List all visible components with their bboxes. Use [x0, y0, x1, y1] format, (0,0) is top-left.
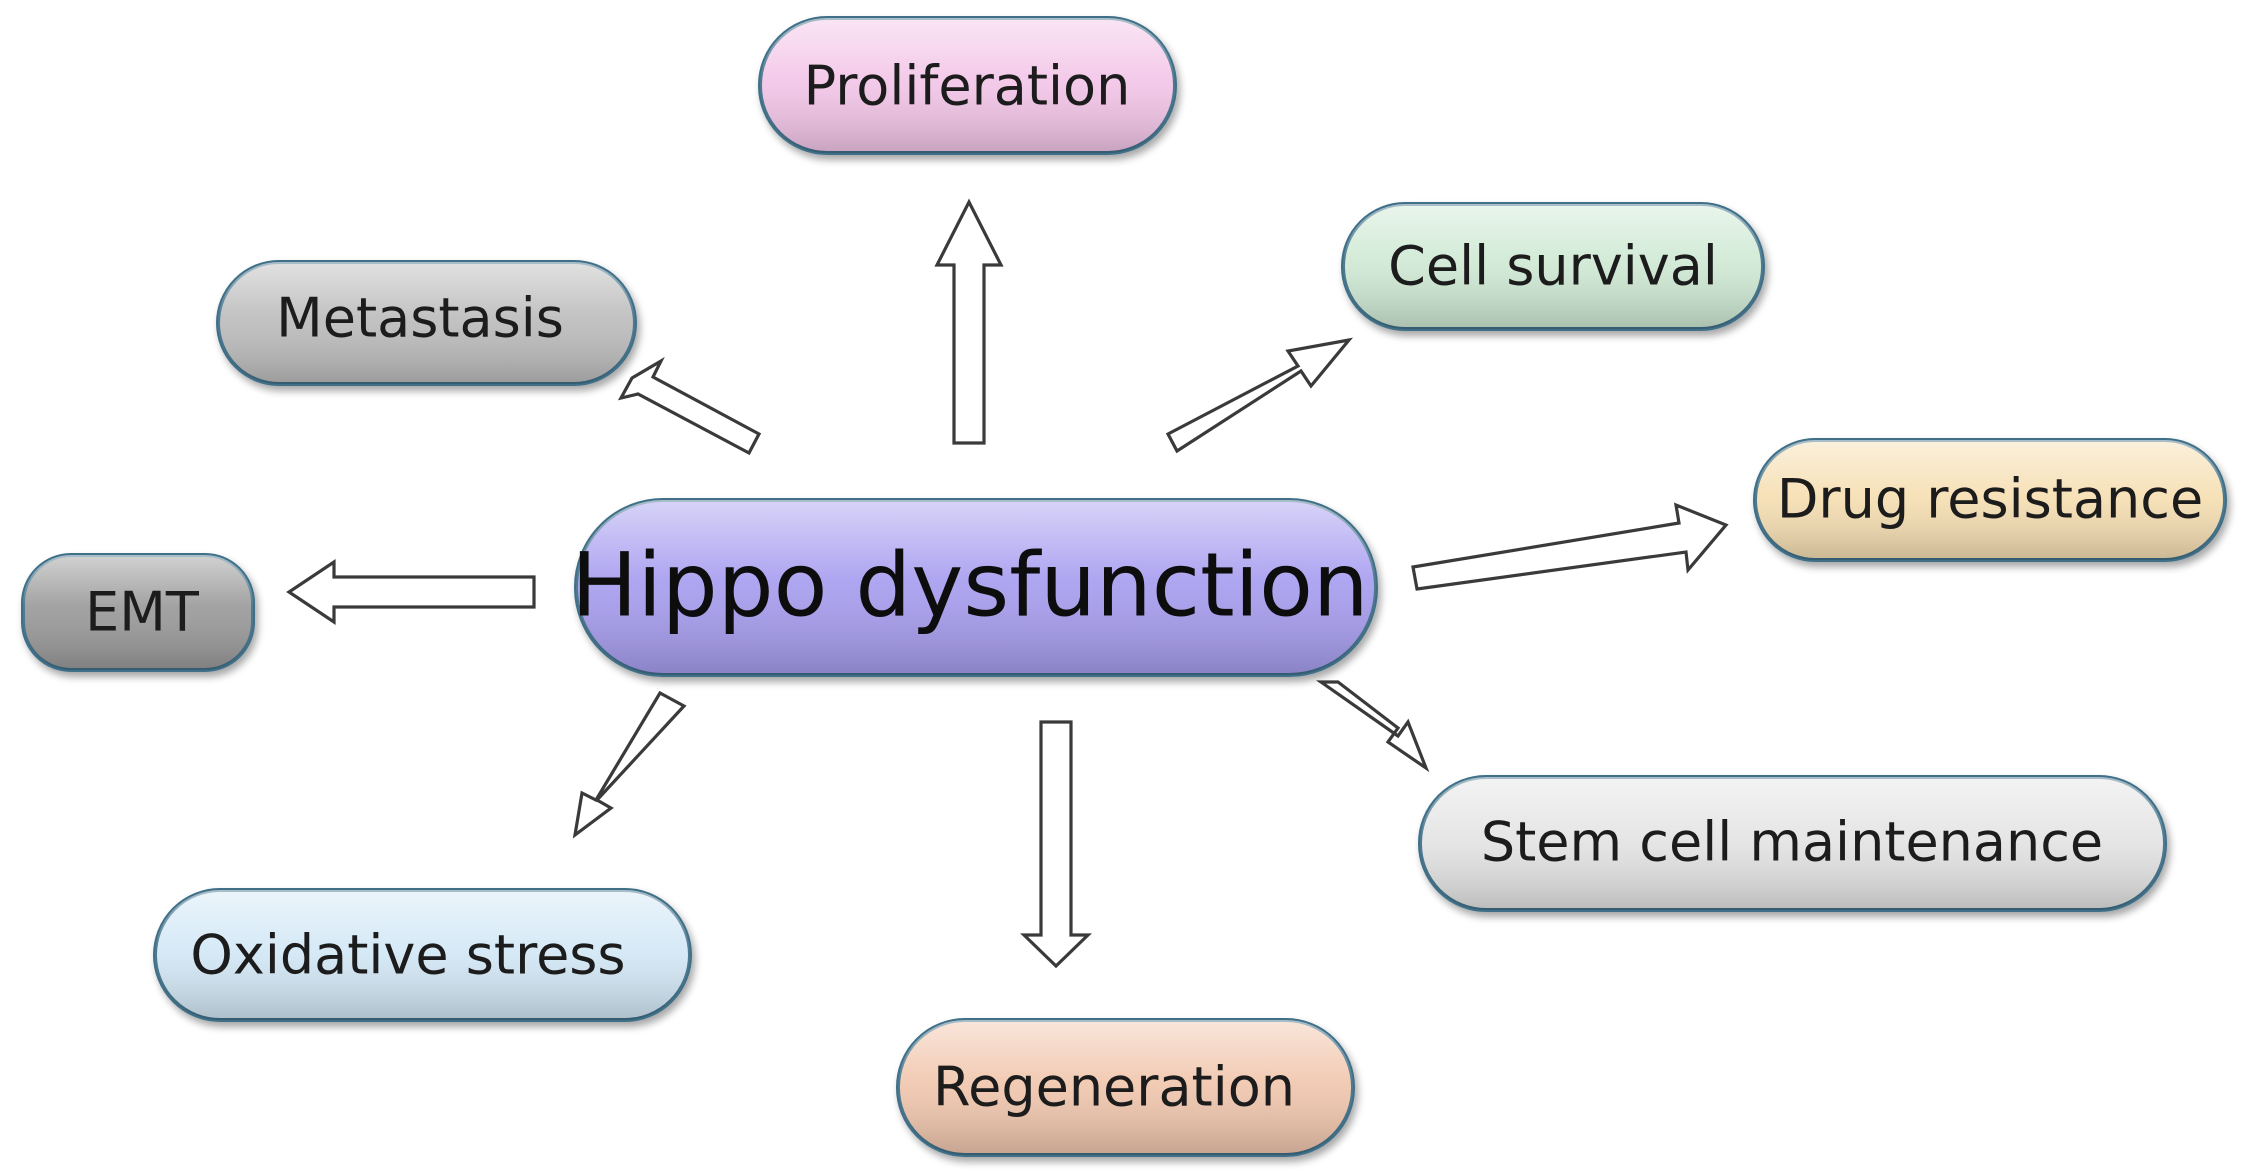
- node-oxidative-stress: Oxidative stress: [153, 888, 692, 1022]
- nodes-group: Proliferation Cell survival Drug resista…: [21, 16, 2227, 1157]
- node-cell-survival: Cell survival: [1341, 202, 1765, 331]
- arrow-to-emt: [286, 559, 536, 625]
- node-stem-cell-maintenance: Stem cell maintenance: [1418, 775, 2167, 912]
- arrow-to-metastasis: [617, 356, 762, 456]
- node-regeneration: Regeneration: [896, 1018, 1355, 1157]
- proliferation-label: Proliferation: [804, 55, 1131, 118]
- node-hippo-dysfunction: Hippo dysfunction: [571, 498, 1378, 677]
- hippo-dysfunction-label: Hippo dysfunction: [571, 534, 1368, 637]
- drug-resistance-label: Drug resistance: [1777, 468, 2203, 531]
- node-emt: EMT: [21, 553, 255, 672]
- arrows-group: [286, 198, 1729, 969]
- arrow-to-drug-resistance: [1411, 502, 1729, 591]
- node-drug-resistance: Drug resistance: [1753, 438, 2227, 562]
- arrow-to-regeneration: [1020, 720, 1092, 969]
- arrow-to-cell-survival: [1165, 337, 1354, 454]
- cell-survival-label: Cell survival: [1388, 235, 1718, 298]
- emt-label: EMT: [85, 581, 200, 644]
- metastasis-label: Metastasis: [276, 287, 564, 350]
- arrow-to-stem-cell-maintenance: [1315, 680, 1430, 773]
- oxidative-stress-label: Oxidative stress: [190, 924, 625, 987]
- arrow-to-proliferation: [934, 198, 1004, 445]
- node-proliferation: Proliferation: [758, 16, 1177, 155]
- regeneration-label: Regeneration: [933, 1056, 1295, 1119]
- node-metastasis: Metastasis: [216, 260, 637, 386]
- stem-cell-maintenance-label: Stem cell maintenance: [1481, 811, 2103, 874]
- arrow-to-oxidative-stress: [572, 690, 687, 839]
